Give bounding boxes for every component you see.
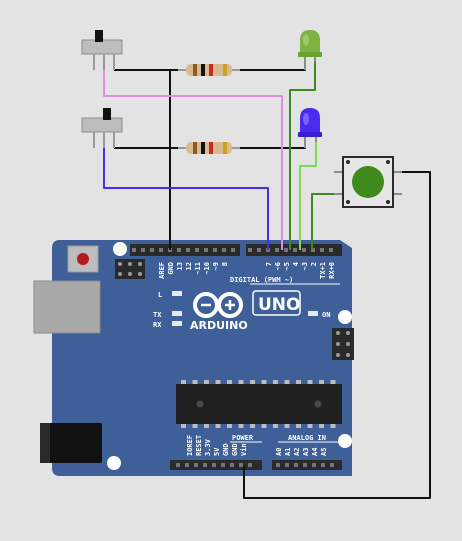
slide-switch-1[interactable] <box>81 30 123 70</box>
digital-pin-label: ~5 <box>283 262 291 270</box>
digital-pin-header[interactable] <box>130 244 342 256</box>
resistor-band <box>209 142 213 154</box>
mounting-hole <box>338 310 352 324</box>
digital-pin-label: AREF <box>158 262 166 279</box>
led-l <box>172 291 182 296</box>
arduino-brand: ARDUINO <box>190 319 248 332</box>
uno-badge <box>252 290 301 316</box>
digital-pin-label: ~11 <box>194 262 202 275</box>
led-rx-label: RX <box>153 321 162 329</box>
analog-pin-label: A0 <box>275 448 283 456</box>
digital-pin-label: ~10 <box>203 262 211 275</box>
analog-pin-label: A5 <box>320 448 328 456</box>
analog-pin-label: A4 <box>311 448 319 456</box>
resistor-band <box>201 142 205 154</box>
digital-pin-label: ~3 <box>301 262 309 270</box>
digital-pin-label: 8 <box>221 262 229 266</box>
resistor-band <box>223 64 227 76</box>
icsp-header-small <box>115 259 145 279</box>
analog-pin-label: A1 <box>284 448 292 456</box>
resistor-1[interactable] <box>178 64 240 76</box>
mounting-hole <box>113 242 127 256</box>
wire-green-button[interactable] <box>311 193 342 250</box>
reset-button-cap[interactable] <box>77 253 89 265</box>
led-blue[interactable] <box>298 108 322 148</box>
switch-lever[interactable] <box>95 30 103 42</box>
wire-pink-switch1[interactable] <box>103 68 283 250</box>
digital-pin-label: 7 <box>265 262 273 266</box>
switch-lever[interactable] <box>103 108 111 120</box>
icsp-header <box>332 328 354 360</box>
pushbutton[interactable] <box>334 156 402 208</box>
led-tx <box>172 311 182 316</box>
resistor-2[interactable] <box>178 142 240 154</box>
led-on <box>308 311 318 316</box>
power-pin-label: 3.3V <box>204 438 212 456</box>
wire-black-button-gnd[interactable] <box>243 171 431 499</box>
digital-pin-label: 13 <box>176 262 184 270</box>
digital-pin-label: 4 <box>292 262 300 266</box>
digital-pin-label: 12 <box>185 262 193 270</box>
slide-switch-2[interactable] <box>81 108 123 148</box>
analog-header-title: ANALOG IN <box>288 434 326 442</box>
led-green[interactable] <box>298 30 322 70</box>
digital-pin-label: RX+0 <box>328 262 336 279</box>
digital-pin-label: GND <box>167 262 175 275</box>
digital-pin-label: ~6 <box>274 262 282 270</box>
atmega-chip <box>176 380 342 428</box>
analog-pin-label: A3 <box>302 448 310 456</box>
resistor-band <box>209 64 213 76</box>
mounting-hole <box>338 434 352 448</box>
power-pin-label: GND <box>222 443 230 456</box>
uno-model: UNO <box>258 295 300 315</box>
arduino-logo <box>193 292 243 318</box>
digital-header-title: DIGITAL (PWM ~) <box>230 276 293 284</box>
led-l-label: L <box>158 291 162 299</box>
resistor-band <box>223 142 227 154</box>
usb-connector <box>33 280 101 334</box>
wire-purple-switch2[interactable] <box>103 146 269 250</box>
power-pin-label: Vin <box>240 443 248 456</box>
wire-black-led-green[interactable] <box>232 52 306 71</box>
led-tx-label: TX <box>153 311 162 319</box>
wire-green-led[interactable] <box>289 62 316 250</box>
led-rx <box>172 321 182 326</box>
digital-pin-label: TX+1 <box>319 262 327 279</box>
wire-lightgreen-led[interactable] <box>299 142 317 250</box>
power-pin-label: IOREF <box>186 435 194 456</box>
digital-pin-label: 2 <box>310 262 318 266</box>
led-on-label: ON <box>322 311 330 319</box>
mounting-hole <box>107 456 121 470</box>
resistor-band <box>201 64 205 76</box>
power-pin-label: RESET <box>195 435 203 456</box>
resistor-band <box>193 64 197 76</box>
analog-pin-label: A2 <box>293 448 301 456</box>
power-header-title: POWER <box>232 434 254 442</box>
power-jack <box>40 423 102 463</box>
resistor-band <box>193 142 197 154</box>
power-pin-label: GND <box>231 443 239 456</box>
pushbutton-cap[interactable] <box>352 166 384 198</box>
digital-pin-label: ~9 <box>212 262 220 270</box>
wire-black-led-blue[interactable] <box>232 132 306 149</box>
power-pin-label: 5V <box>213 447 221 456</box>
